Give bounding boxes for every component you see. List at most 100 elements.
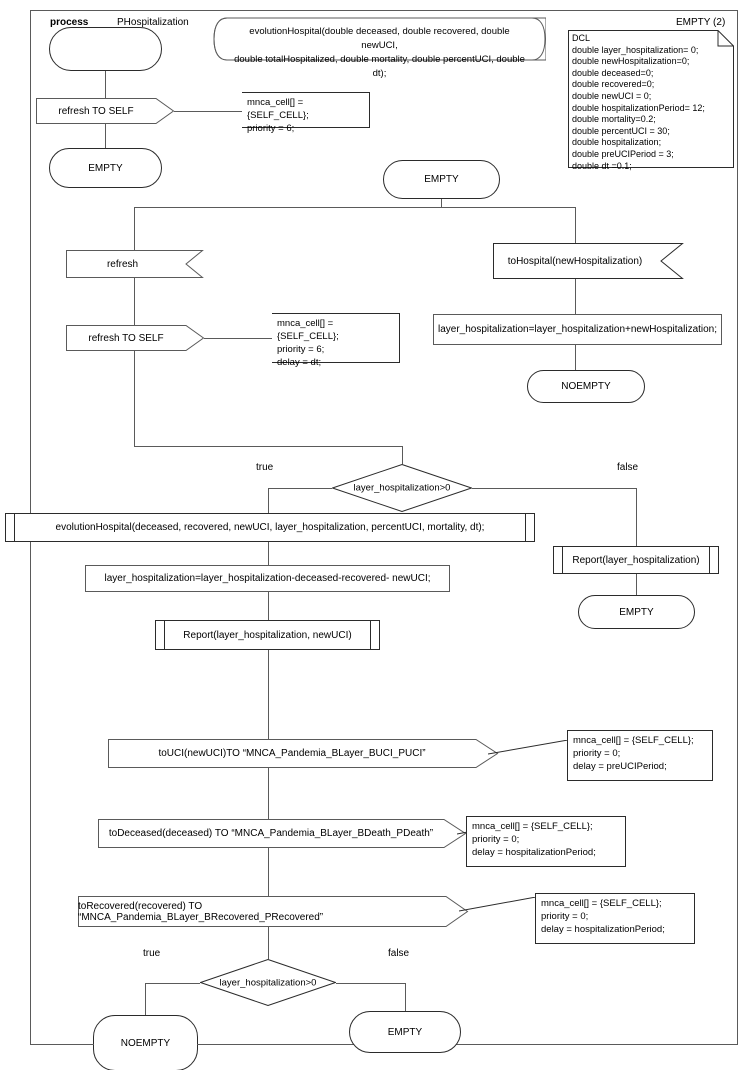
refresh-to-self-signal-1: refresh TO SELF (36, 98, 175, 124)
empty-count-label: EMPTY (2) (676, 17, 726, 28)
note-box-3: mnca_cell[] = {SELF_CELL}; priority = 0;… (567, 730, 713, 781)
signature-line-1: evolutionHospital(double deceased, doubl… (249, 26, 510, 51)
note-line: priority = 0; (573, 748, 621, 759)
connector (268, 927, 269, 959)
dcl-line: double mortality=0.2; (572, 114, 656, 125)
note-line: priority = 6; (277, 344, 325, 355)
dcl-line: double deceased=0; (572, 67, 654, 78)
note-line: mnca_cell[] = {SELF_CELL}; (541, 898, 662, 909)
noempty-terminal-1: NOEMPTY (527, 370, 645, 403)
refresh-to-self-label-1: refresh TO SELF (58, 105, 134, 117)
connector (30, 1044, 94, 1045)
connector (268, 488, 332, 489)
connector (268, 488, 269, 513)
note-line: priority = 0; (472, 834, 520, 845)
evolution-hospital-call: evolutionHospital(deceased, recovered, n… (5, 513, 535, 542)
note-leader (458, 896, 537, 919)
dcl-line: double hospitalization; (572, 137, 662, 148)
dcl-line: double hospitalizationPeriod= 12; (572, 102, 705, 113)
refresh-to-self-label-2: refresh TO SELF (88, 332, 164, 344)
note-box-2: mnca_cell[] = {SELF_CELL}; priority = 6;… (272, 313, 400, 368)
dcl-line: double dt =0.1; (572, 160, 632, 171)
to-hospital-label: toHospital(newHospitalization) (507, 255, 643, 267)
declaration-box: DCL double layer_hospitalization= 0; dou… (568, 30, 734, 171)
signature-line-2: double totalHospitalized, double mortali… (234, 54, 525, 79)
noempty-terminal-2: NOEMPTY (93, 1015, 198, 1070)
connector (405, 983, 406, 1011)
connector (636, 488, 637, 546)
connector (402, 446, 403, 464)
note-line: priority = 0; (541, 911, 589, 922)
empty-terminal-3: EMPTY (578, 595, 695, 629)
connector (105, 124, 106, 148)
note-box-4: mnca_cell[] = {SELF_CELL}; priority = 0;… (466, 816, 626, 867)
decision-layer-hospitalization-1: layer_hospitalization>0 (332, 464, 472, 512)
connector (575, 207, 576, 243)
empty-terminal-4: EMPTY (349, 1011, 461, 1053)
note-line: delay = hospitalizationPeriod; (541, 924, 665, 935)
connector (268, 592, 269, 620)
add-hospitalization-process: layer_hospitalization=layer_hospitalizat… (433, 314, 722, 345)
process-name: PHospitalization (117, 17, 189, 28)
connector (575, 345, 576, 370)
connector (105, 71, 106, 98)
connector (268, 542, 269, 565)
note-leader (174, 111, 242, 112)
decision-layer-hospitalization-2: layer_hospitalization>0 (200, 959, 336, 1006)
connector (441, 199, 442, 207)
evolution-hospital-signature: evolutionHospital(double deceased, doubl… (213, 17, 546, 79)
dcl-line: double newHospitalization=0; (572, 56, 690, 67)
branch-label-false-1: false (617, 462, 639, 473)
connector (134, 351, 135, 446)
to-deceased-label: toDeceased(deceased) TO “MNCA_Pandemia_B… (108, 828, 434, 839)
refresh-signal: refresh (66, 250, 204, 278)
to-recovered-label: toRecovered(recovered) TO “MNCA_Pandemia… (78, 900, 324, 923)
dcl-line: double newUCI = 0; (572, 90, 652, 101)
start-terminal (49, 27, 162, 71)
connector (268, 650, 269, 739)
connector (134, 278, 135, 325)
to-uci-signal: toUCI(newUCI)TO “MNCA_Pandemia_BLayer_BU… (108, 739, 499, 768)
to-uci-label: toUCI(newUCI)TO “MNCA_Pandemia_BLayer_BU… (158, 748, 426, 759)
dcl-line: double layer_hospitalization= 0; (572, 44, 699, 55)
note-line: delay = dt; (277, 357, 322, 368)
note-box-5: mnca_cell[] = {SELF_CELL}; priority = 0;… (535, 893, 695, 944)
process-keyword: process (50, 17, 89, 28)
to-hospital-signal: toHospital(newHospitalization) (493, 243, 684, 279)
branch-label-true-1: true (256, 462, 274, 473)
dcl-line: double percentUCI = 30; (572, 125, 670, 136)
empty-terminal-2: EMPTY (383, 160, 500, 199)
note-line: delay = preUCIPeriod; (573, 761, 667, 772)
decision-label-1: layer_hospitalization>0 (353, 482, 451, 494)
connector (636, 574, 637, 595)
subtract-assign-process: layer_hospitalization=layer_hospitalizat… (85, 565, 450, 592)
connector (145, 983, 146, 1015)
note-line: mnca_cell[] = {SELF_CELL}; (472, 821, 593, 832)
branch-label-true-2: true (143, 948, 161, 959)
connector (197, 1044, 350, 1045)
connector (472, 488, 636, 489)
note-line: mnca_cell[] = {SELF_CELL}; (247, 97, 309, 121)
connector (134, 446, 402, 447)
note-box-1: mnca_cell[] = {SELF_CELL}; priority = 6; (242, 92, 370, 134)
connector (336, 983, 405, 984)
note-line: mnca_cell[] = {SELF_CELL}; (277, 318, 339, 342)
note-line: priority = 6; (247, 123, 295, 134)
to-recovered-signal: toRecovered(recovered) TO “MNCA_Pandemia… (78, 896, 469, 927)
report-call-1: Report(layer_hospitalization, newUCI) (155, 620, 380, 650)
dcl-line: double recovered=0; (572, 79, 655, 90)
to-deceased-signal: toDeceased(deceased) TO “MNCA_Pandemia_B… (98, 819, 467, 848)
refresh-signal-label: refresh (106, 258, 139, 270)
note-leader (204, 338, 272, 339)
decision-label-2: layer_hospitalization>0 (219, 977, 317, 988)
refresh-to-self-signal-2: refresh TO SELF (66, 325, 205, 351)
note-line: mnca_cell[] = {SELF_CELL}; (573, 735, 694, 746)
branch-label-false-2: false (388, 948, 410, 959)
connector (575, 279, 576, 314)
note-line: delay = hospitalizationPeriod; (472, 847, 596, 858)
connector (145, 983, 200, 984)
dcl-line: double preUCIPeriod = 3; (572, 148, 674, 159)
dcl-title: DCL (572, 33, 591, 43)
connector (460, 1044, 738, 1045)
